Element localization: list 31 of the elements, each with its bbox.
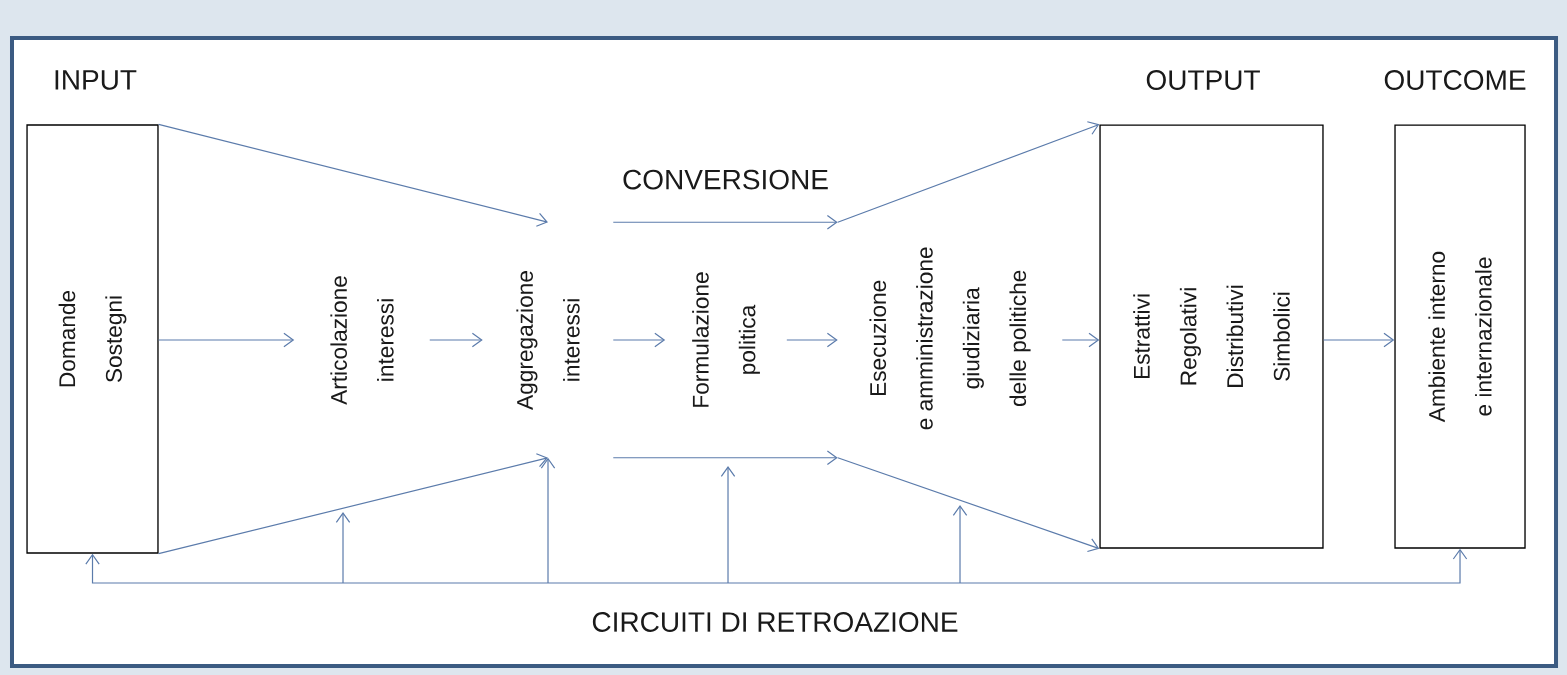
node-label: Estrattivi bbox=[1133, 294, 1150, 379]
stage-label: Aggregazione interessi bbox=[516, 271, 580, 410]
arrow bbox=[786, 332, 838, 348]
section-label: CIRCUITI DI RETROAZIONE bbox=[588, 609, 962, 635]
arrow bbox=[158, 332, 295, 348]
arrow bbox=[612, 332, 666, 348]
arrow bbox=[612, 450, 838, 465]
arrow bbox=[774, 548, 1468, 584]
node-label: Distributivi bbox=[1226, 285, 1244, 387]
arrow bbox=[837, 121, 1100, 223]
arrow bbox=[540, 457, 556, 584]
edge-label: CONVERSIONE bbox=[619, 167, 832, 193]
arrow bbox=[1323, 332, 1395, 348]
process-box: Domande Sostegni bbox=[26, 124, 159, 554]
arrow bbox=[612, 215, 838, 230]
stage-label: Articolazione interessi bbox=[330, 276, 394, 405]
arrow bbox=[429, 332, 483, 348]
arrow bbox=[1061, 332, 1100, 348]
process-box: Estrattivi Regolativi Distributivi Simbolici bbox=[1099, 124, 1324, 549]
stage-label: Formulazione politica bbox=[692, 272, 760, 407]
box-heading: OUTPUT bbox=[1146, 70, 1260, 90]
node-label: Regolativi bbox=[1179, 288, 1201, 385]
box-heading: INPUT bbox=[55, 70, 137, 90]
arrow bbox=[85, 553, 776, 584]
arrow bbox=[837, 457, 1100, 553]
box-heading: OUTCOME bbox=[1384, 70, 1526, 90]
node-label: Simbolici bbox=[1273, 292, 1290, 381]
arrow bbox=[158, 453, 548, 555]
process-box: Ambiente interno e internazionale bbox=[1394, 124, 1526, 549]
stage-label: Esecuzione e amministrazione giudiziaria delle politiche bbox=[869, 247, 1031, 430]
arrow bbox=[158, 123, 548, 227]
